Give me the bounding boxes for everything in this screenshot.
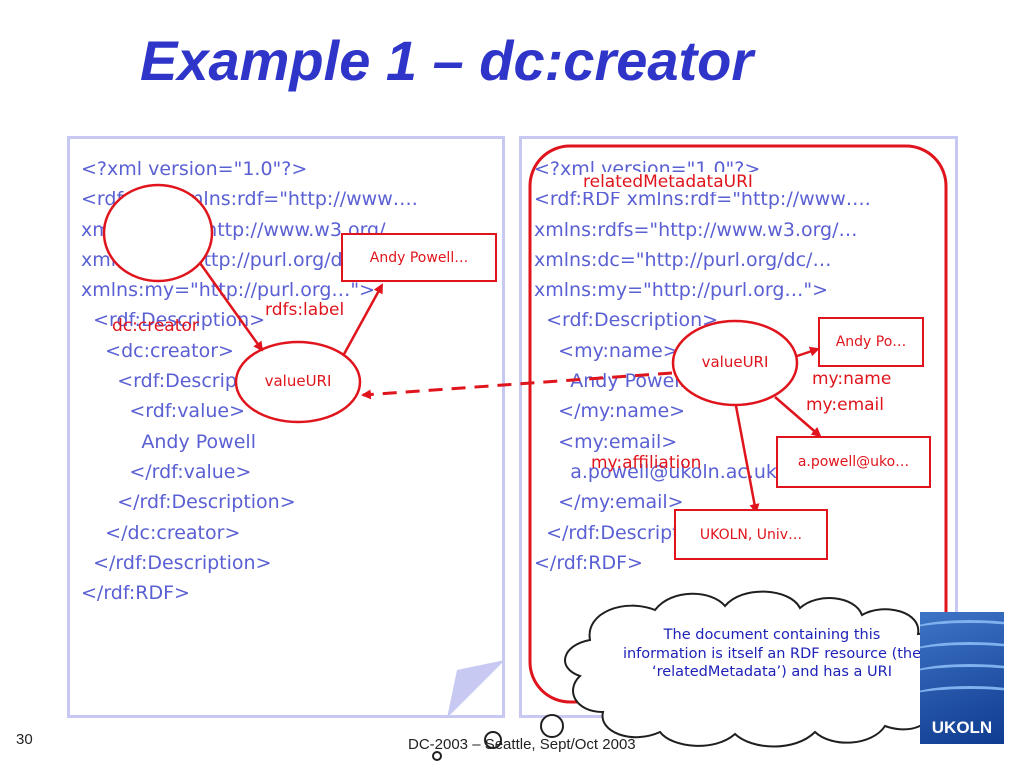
- left-code-line: </rdf:Description>: [81, 491, 296, 514]
- andy-po-box: Andy Po…: [818, 317, 924, 367]
- left-code-line: </rdf:Description>: [81, 551, 272, 574]
- left-code-line: Andy Powell: [81, 430, 256, 453]
- slide-title: Example 1 – dc:creator: [140, 29, 754, 92]
- cloud-callout-text: The document containing this information…: [622, 627, 922, 681]
- left-code-line: <?xml version="1.0"?>: [81, 158, 308, 180]
- ukoln-logo: UKOLN: [920, 612, 1004, 744]
- affiliation-box: UKOLN, Univ…: [674, 509, 828, 560]
- footer-text: DC-2003 – Seattle, Sept/Oct 2003: [408, 736, 636, 753]
- thought-bubble-large: [540, 714, 564, 738]
- thought-bubble-small: [432, 751, 442, 761]
- related-metadata-uri-label: relatedMetadataURI: [583, 172, 753, 192]
- right-code-line: xmlns:rdfs="http://www.w3.org/…: [534, 218, 858, 241]
- page-fold-corner: [447, 660, 502, 715]
- my-name-label: my:name: [812, 369, 892, 389]
- left-code-line: <rdf:RDF xmlns:rdf="http://www….: [81, 188, 418, 211]
- left-code-line: </rdf:value>: [81, 460, 252, 483]
- my-email-label: my:email: [806, 395, 884, 415]
- value-uri-label-right: valueURI: [701, 353, 769, 371]
- slide-number: 30: [16, 731, 33, 748]
- right-code-line: xmlns:dc="http://purl.org/dc/…: [534, 248, 832, 271]
- value-uri-label-left: valueURI: [264, 372, 332, 390]
- andy-powell-box-left: Andy Powell…: [341, 233, 497, 282]
- left-code-line: </rdf:RDF>: [81, 582, 190, 605]
- left-code-panel: <?xml version="1.0"?> <rdf:RDF xmlns:rdf=…: [67, 136, 505, 718]
- left-code-line: <rdf:value>: [81, 400, 246, 423]
- left-code-line: <dc:creator>: [81, 339, 234, 362]
- left-code-line: </dc:creator>: [81, 521, 241, 544]
- my-affiliation-label: my:affiliation: [591, 453, 702, 473]
- email-box: a.powell@uko…: [776, 436, 931, 488]
- right-code-line: xmlns:my="http://purl.org…">: [534, 279, 829, 302]
- dc-creator-label: dc:creator: [112, 316, 199, 336]
- ukoln-logo-text: UKOLN: [931, 718, 993, 737]
- rdfs-label-label: rdfs:label: [265, 300, 345, 320]
